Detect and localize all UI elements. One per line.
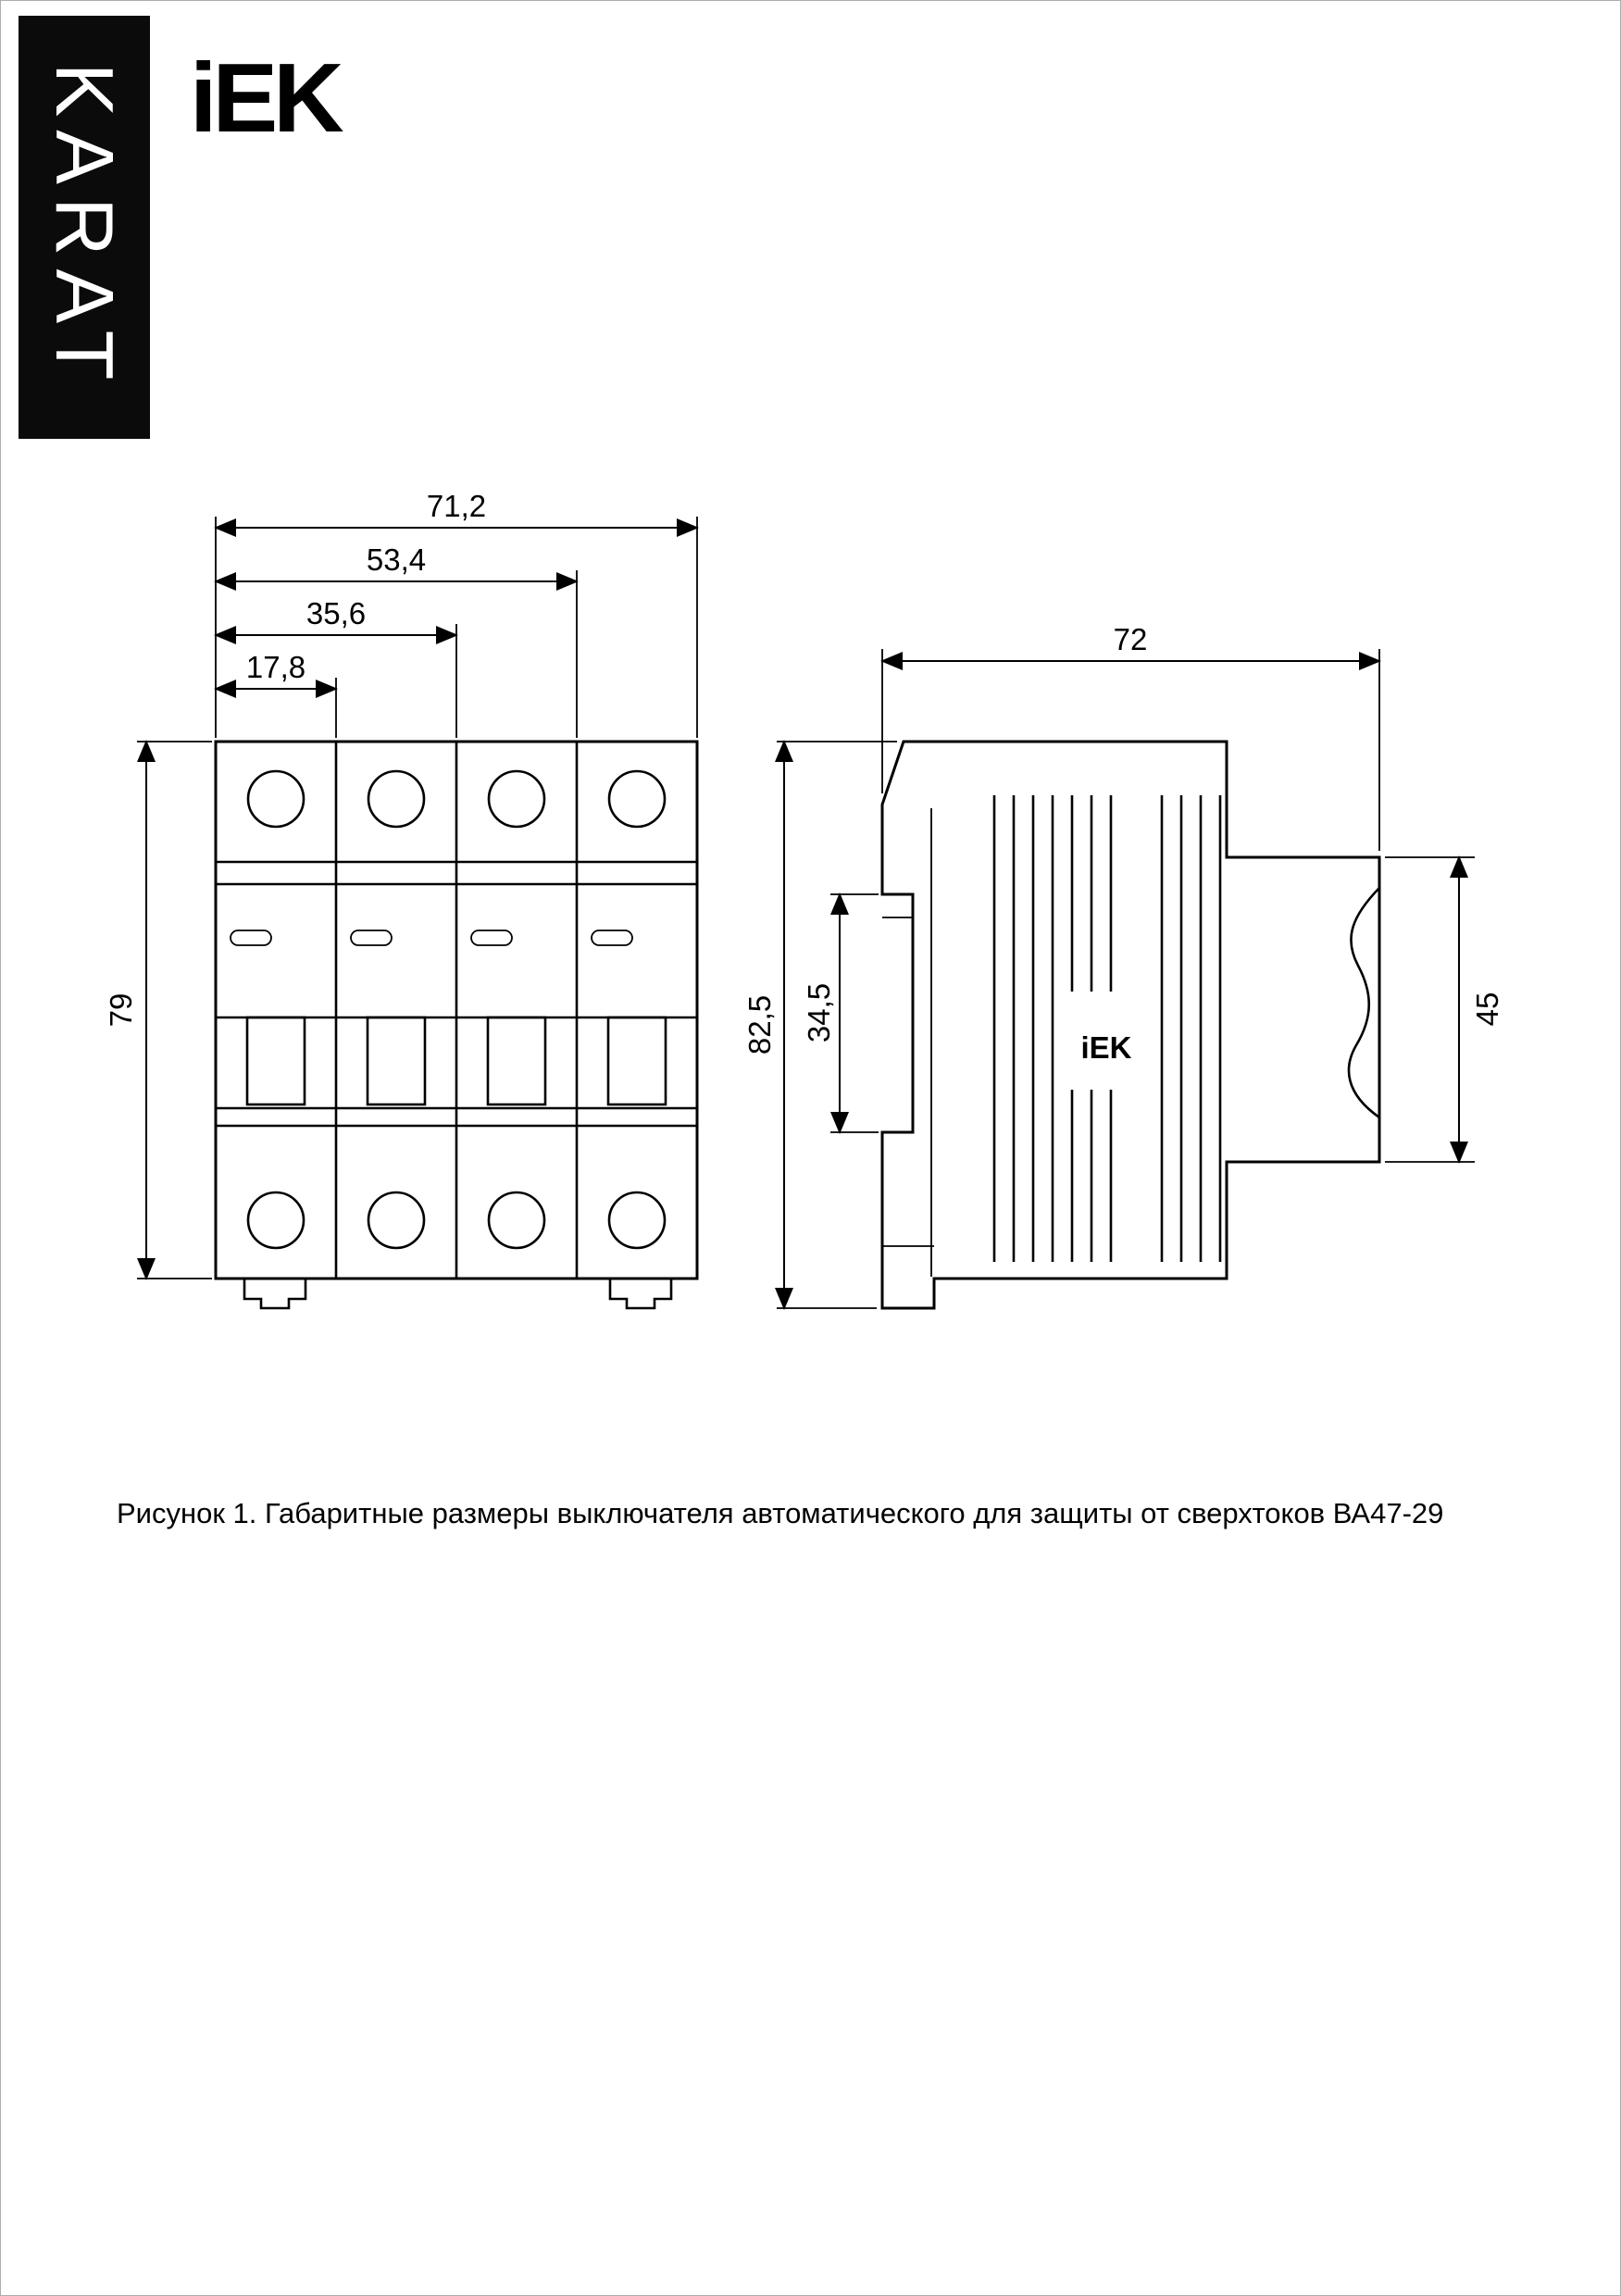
terminal-screws-bottom (246, 1191, 667, 1250)
side-iek-logo: iEK (1080, 1030, 1131, 1065)
karat-banner: KARAT (19, 16, 150, 439)
side-view-drawing: iEK (880, 740, 1381, 1310)
terminal-screws-top (246, 769, 667, 829)
iek-logo: iEK (190, 44, 344, 153)
front-view-dimensions: 71,2 53,4 35,6 17,8 79 (104, 489, 699, 1280)
din-clips-front (243, 1279, 673, 1310)
dim-label-width-one: 17,8 (246, 650, 305, 684)
dim-label-front-height: 79 (104, 993, 138, 1028)
dim-label-width-total: 71,2 (427, 489, 486, 523)
dim-label-width-three: 53,4 (367, 543, 426, 577)
dim-label-height-total: 82,5 (742, 995, 777, 1054)
side-logo-plate (1054, 992, 1158, 1090)
dim-label-front-panel: 45 (1470, 992, 1504, 1027)
toggle-handles (245, 1016, 667, 1106)
figure-caption: Рисунок 1. Габаритные размеры выключател… (117, 1497, 1444, 1529)
front-view-drawing (214, 740, 699, 1310)
side-view-dimensions: 72 82,5 34,5 45 (742, 622, 1504, 1310)
dim-label-depth: 72 (1114, 622, 1148, 656)
vent-slots (992, 795, 1222, 1262)
marking-windows (230, 930, 633, 946)
dim-label-rail-height: 34,5 (802, 983, 836, 1042)
side-toggle (1347, 887, 1380, 1119)
dim-label-width-two: 35,6 (306, 596, 366, 630)
